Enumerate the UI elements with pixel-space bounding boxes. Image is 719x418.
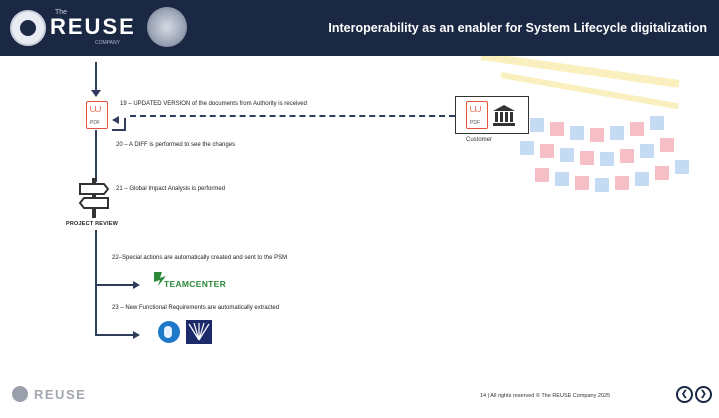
customer-label: Customer (466, 137, 493, 143)
pdf-document-icon: ⩊ PDF (86, 101, 108, 129)
pdf-label: PDF (470, 120, 480, 126)
dashed-connector (130, 115, 455, 117)
logo-subtitle: COMPANY (95, 40, 120, 46)
teamcenter-logo-icon (154, 272, 166, 286)
flow-line-top (95, 62, 97, 90)
app-circle-icon (158, 321, 180, 343)
step-20: 20 – A DIFF is performed to see the chan… (116, 142, 236, 148)
pdf-symbol-icon: ⩊ (90, 103, 102, 115)
flow-arrow-22 (133, 281, 140, 289)
flow-line-mid (95, 130, 97, 182)
fan-logo-icon (186, 320, 212, 344)
teamcenter-logo-text: TEAMCENTER (164, 279, 227, 289)
previous-button[interactable]: ❮ (676, 386, 693, 403)
flow-branch-23 (95, 334, 133, 336)
slide-title: Interoperability as an enabler for Syste… (328, 21, 707, 35)
signpost-icon (78, 178, 110, 218)
next-button[interactable]: ❯ (695, 386, 712, 403)
step-22: 22–Special actions are automatically cre… (112, 255, 288, 261)
pdf-label: PDF (90, 120, 100, 126)
step-19: 19 – UPDATED VERSION of the documents fr… (120, 101, 307, 107)
customer-box: ⩊ PDF (455, 96, 529, 134)
bank-building-icon (493, 105, 515, 126)
step-21: 21 – Global Impact Analysis is performed (116, 186, 226, 192)
seal-icon (147, 7, 187, 47)
flow-loop-arrow (112, 116, 119, 124)
project-review-label: PROJECT REVIEW (66, 221, 119, 227)
customer-pdf-icon: ⩊ PDF (466, 101, 488, 129)
reuse-logo-icon (10, 10, 46, 46)
decorative-flag-pattern (480, 56, 689, 192)
flow-line-bottom (95, 230, 97, 336)
footer-logo-icon (12, 386, 28, 402)
flow-branch-22 (95, 284, 133, 286)
previous-icon: ❮ (681, 389, 688, 398)
logo-the: The (55, 9, 68, 16)
next-icon: ❯ (700, 389, 707, 398)
footer-copyright: 14 | All rights reserved © The REUSE Com… (480, 393, 611, 399)
step-23: 23 – New Functional Requirements are aut… (112, 305, 280, 311)
logo-text: REUSE (50, 14, 136, 39)
footer-logo-text: REUSE (34, 387, 87, 402)
flow-arrow-top (91, 90, 101, 97)
header-bar: The REUSE COMPANY Interoperability as an… (0, 0, 719, 56)
flow-loop-bottom (112, 129, 126, 131)
flow-arrow-23 (133, 331, 140, 339)
flow-loop-line (124, 118, 126, 130)
pdf-symbol-icon: ⩊ (470, 103, 482, 115)
